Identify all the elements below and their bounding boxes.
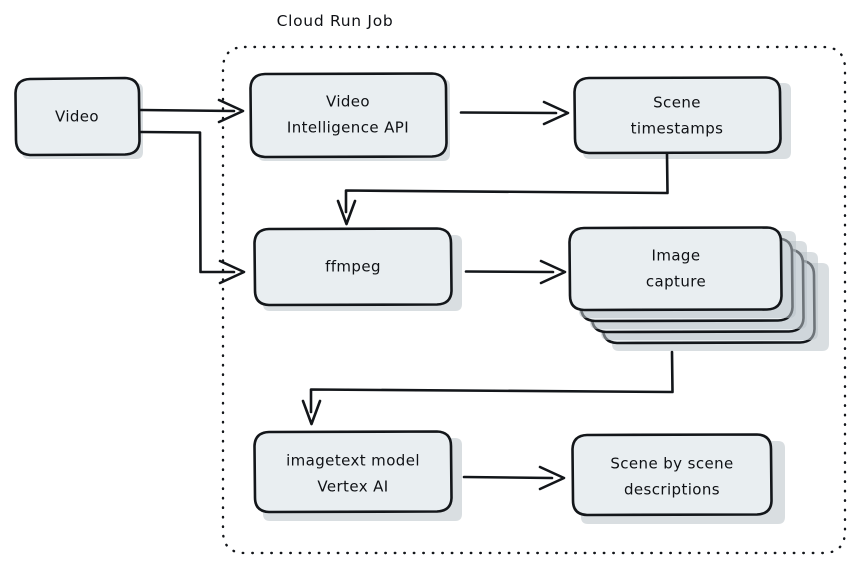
arrowhead-icon (217, 98, 245, 124)
scene-ts-label-line1: Scene (653, 94, 701, 112)
edge-video-to-ffmpeg (139, 130, 246, 285)
node-video[interactable]: Video (14, 76, 144, 159)
edge-imagetext-to-scene-descriptions (462, 465, 566, 491)
image-capture-front[interactable] (568, 226, 783, 312)
edge-line (139, 130, 236, 274)
video-label: Video (55, 108, 99, 126)
arrowhead-icon (218, 259, 246, 285)
video-box[interactable] (14, 76, 141, 157)
image-capture-label-line2: capture (646, 273, 706, 291)
scene-ts-box[interactable] (573, 76, 782, 155)
arrowhead-icon (301, 399, 322, 426)
arrowhead-icon (336, 199, 357, 226)
scene-desc-label-line1: Scene by scene (610, 455, 733, 473)
node-scene-descriptions[interactable]: Scene by scene descriptions (571, 433, 786, 525)
vi-api-box[interactable] (249, 72, 448, 159)
arrowhead-icon (542, 100, 570, 126)
edge-video-to-video-intelligence-api (139, 98, 245, 124)
edge-vi-api-to-scene-timestamps (459, 100, 570, 126)
edge-line (462, 475, 554, 480)
edge-scene-timestamps-to-ffmpeg (336, 152, 669, 226)
ffmpeg-box[interactable] (253, 227, 453, 307)
imagetext-label-line2: Vertex AI (317, 478, 388, 496)
image-capture-label-line1: Image (652, 247, 701, 265)
group-dotted-border (221, 45, 847, 555)
vi-api-label-line1: Video (326, 93, 370, 111)
edge-line (464, 270, 555, 274)
edge-line (309, 350, 674, 414)
edge-image-capture-to-imagetext-model (301, 350, 674, 426)
node-image-capture[interactable]: Image capture (568, 226, 830, 352)
cloud-run-job-group: Cloud Run Job (221, 12, 847, 555)
arrowhead-icon (538, 465, 566, 491)
edge-line (344, 152, 669, 214)
scene-desc-box[interactable] (571, 433, 773, 517)
imagetext-box[interactable] (253, 430, 453, 514)
arrowhead-icon (539, 259, 567, 285)
group-title: Cloud Run Job (277, 12, 394, 30)
node-imagetext-model[interactable]: imagetext model Vertex AI (253, 430, 463, 522)
vi-api-label-line2: Intelligence API (287, 119, 409, 137)
node-ffmpeg[interactable]: ffmpeg (253, 227, 463, 312)
node-scene-timestamps[interactable]: Scene timestamps (573, 76, 792, 160)
scene-desc-label-line2: descriptions (624, 481, 720, 499)
scene-ts-label-line2: timestamps (631, 120, 724, 138)
imagetext-label-line1: imagetext model (286, 452, 420, 470)
ffmpeg-label: ffmpeg (325, 258, 381, 276)
node-video-intelligence-api[interactable]: Video Intelligence API (249, 72, 451, 162)
edge-ffmpeg-to-image-capture (464, 259, 567, 285)
edge-line (459, 111, 558, 115)
edge-line (139, 108, 236, 113)
